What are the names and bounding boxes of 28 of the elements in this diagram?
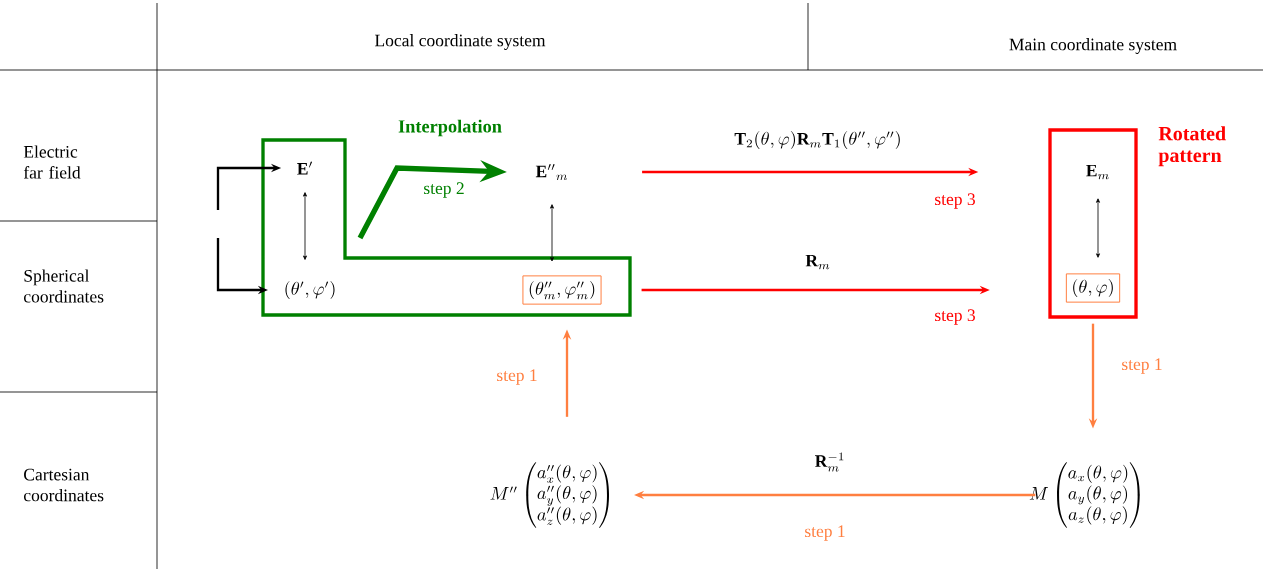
- step-caption: step 1: [805, 525, 845, 541]
- row-heading: Electric far field: [23, 145, 81, 179]
- matrix-formula: $M\begin{pmatrix}a_x(\theta,\varphi)\\a_y(\theta,\varphi)\\a_z(\theta,\varphi)\end{pmatrix}$: [1029, 462, 1140, 528]
- arrow: [303, 192, 307, 260]
- edge-label: step 1: [497, 369, 537, 385]
- edge-label: $\mathbf{T}_2(\theta,\varphi)\mathbf{R}_m\mathbf{T}_1(\theta'',\varphi'')$: [734, 130, 900, 150]
- box-heading: Rotated pattern: [1158, 126, 1226, 167]
- formula: $\mathbf{E}_m$: [1086, 164, 1109, 180]
- text-heading: Main coordinate system: [1009, 38, 1177, 54]
- edge-label: step 2: [424, 182, 464, 198]
- formula: $(\theta',\varphi')$: [285, 280, 335, 300]
- arrow: [1096, 198, 1100, 258]
- row-heading: Cartesian coordinates: [24, 468, 104, 502]
- step-caption: step 3: [935, 193, 975, 209]
- formula-box: $(\theta,\varphi)$: [1065, 273, 1121, 303]
- step-caption: Interpolation: [398, 119, 502, 137]
- edge-label: $\mathbf{R}_m^{-1}$: [815, 452, 844, 472]
- text-heading: Local coordinate system: [375, 34, 546, 50]
- formula: $\mathbf{E}'$: [297, 161, 312, 175]
- panel-outline: [261, 138, 632, 317]
- row-heading: Spherical coordinates: [24, 269, 104, 303]
- arrow: [550, 204, 554, 262]
- formula-box: $(\theta''_m,\varphi''_m)$: [522, 275, 602, 305]
- edge-label: step 1: [1122, 358, 1162, 374]
- edge-label: $\mathbf{R}_m$: [805, 254, 830, 270]
- matrix-formula: $M''\begin{pmatrix}a''_x(\theta,\varphi)\\a''_y(\theta,\varphi)\\a''_z(\theta,\varphi)\end{pmatrix}$: [490, 462, 609, 528]
- formula: $\mathbf{E}''{}_m$: [535, 164, 567, 181]
- step-caption: step 3: [935, 309, 975, 325]
